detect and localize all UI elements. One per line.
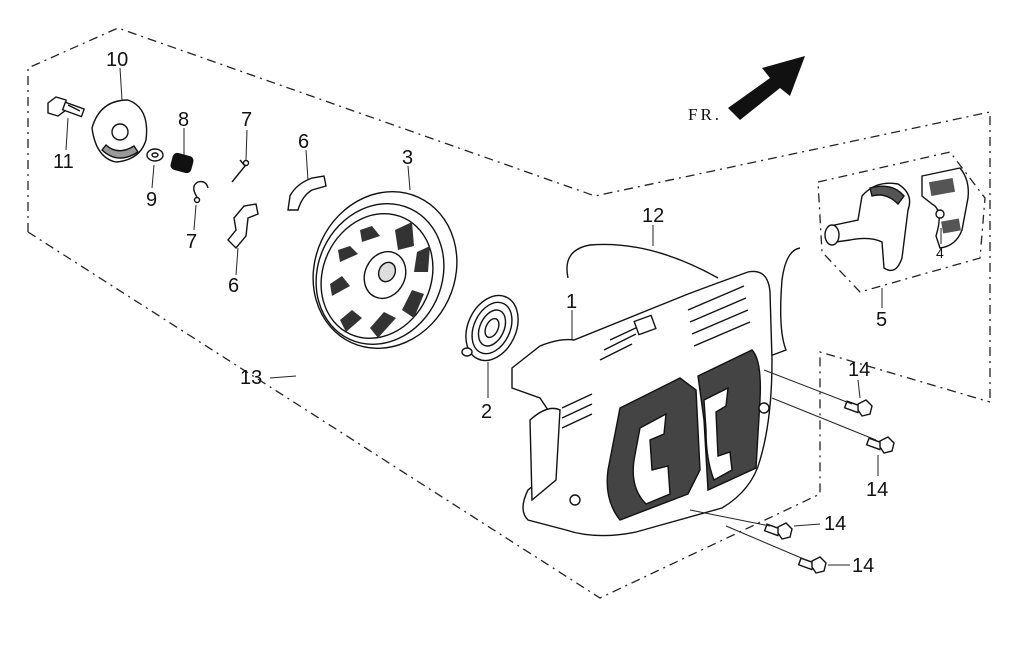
callout-11: 11	[53, 151, 74, 173]
pawl-part-6	[227, 175, 327, 250]
washer-part-9	[146, 148, 164, 162]
callout-10: 10	[106, 49, 128, 71]
callout-9: 9	[146, 189, 157, 211]
callout-14-d: 14	[852, 555, 874, 577]
callout-6-bottom: 6	[228, 275, 239, 297]
starter-rope-part-12	[566, 243, 801, 357]
leader-lines	[65, 67, 942, 566]
callout-2: 2	[481, 401, 492, 423]
bolt-part-11	[47, 96, 86, 118]
starter-handle-part-5	[824, 182, 911, 272]
callout-13: 13	[240, 367, 262, 389]
callout-1: 1	[566, 291, 577, 313]
callout-14-a: 14	[848, 359, 870, 381]
grip-insert-part-4	[921, 167, 970, 249]
recoil-spring-part-2	[461, 294, 519, 362]
direction-label: FR.	[688, 105, 722, 124]
spring-part-8	[170, 152, 194, 174]
callout-7-top: 7	[241, 109, 252, 131]
reel-part-3	[312, 190, 458, 350]
callout-8: 8	[178, 109, 189, 131]
callout-4: 4	[936, 245, 944, 261]
callout-labels: 10 11 8 9 7 7 6 6 3 2 1 12 13 5 4 14 14 …	[53, 49, 944, 577]
front-direction-indicator: FR.	[688, 56, 805, 124]
ratchet-cam-part-10	[91, 99, 148, 163]
callout-14-b: 14	[866, 479, 888, 501]
callout-7-bottom: 7	[186, 231, 197, 253]
callout-5: 5	[876, 309, 887, 331]
callout-3: 3	[402, 147, 413, 169]
spring-clip-part-7	[193, 159, 250, 204]
callout-14-c: 14	[824, 513, 846, 535]
bolt-part-14	[763, 399, 895, 574]
assembly-boundary-lines	[27, 27, 991, 599]
callout-12: 12	[642, 205, 664, 227]
starter-housing-part-1	[511, 270, 773, 537]
direction-arrow-icon	[728, 56, 805, 120]
callout-6-top: 6	[298, 131, 309, 153]
